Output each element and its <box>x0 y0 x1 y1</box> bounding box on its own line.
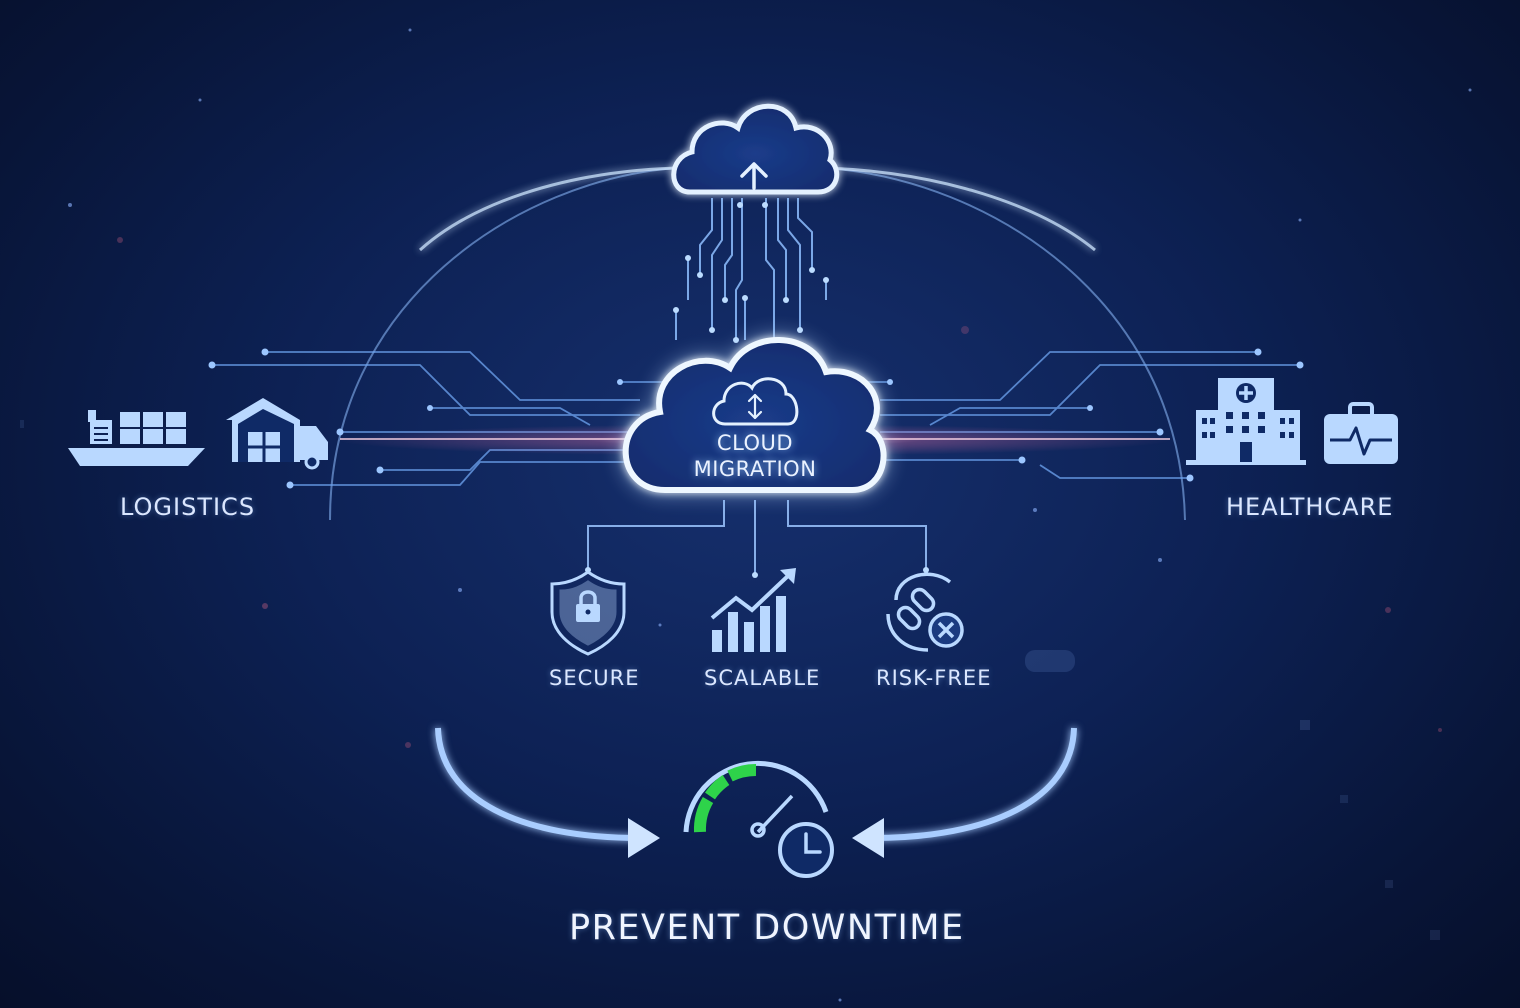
broken-chain-icon <box>886 572 964 652</box>
hospital-icon <box>1186 378 1306 465</box>
secure-label: SECURE <box>549 666 640 690</box>
healthcare-label: HEALTHCARE <box>1226 493 1394 521</box>
logistics-label: LOGISTICS <box>120 493 256 521</box>
speedometer-clock-icon <box>683 760 834 878</box>
right-curved-arrow <box>852 727 1077 858</box>
cloud-migration-line2: MIGRATION <box>693 457 817 481</box>
risk-free-label: RISK-FREE <box>876 666 992 690</box>
cloud-migration-line1: CLOUD <box>716 431 794 455</box>
upload-cloud-icon <box>671 103 840 195</box>
medical-case-icon <box>1324 402 1398 464</box>
cargo-ship-icon <box>68 410 205 466</box>
shield-lock-icon <box>550 570 626 656</box>
feature-connectors <box>587 500 927 575</box>
warehouse-truck-icon <box>226 398 328 470</box>
data-streams <box>675 198 827 345</box>
prevent-downtime-label: PREVENT DOWNTIME <box>569 908 965 948</box>
left-curved-arrow <box>435 727 660 858</box>
cloud-migration-cloud <box>617 332 892 498</box>
background-particles <box>20 28 1472 1002</box>
scalable-label: SCALABLE <box>704 666 821 690</box>
bar-chart-growth-icon <box>710 568 796 652</box>
sync-cloud-icon <box>712 377 799 426</box>
cloud-migration-title: CLOUD MIGRATION <box>655 430 855 482</box>
